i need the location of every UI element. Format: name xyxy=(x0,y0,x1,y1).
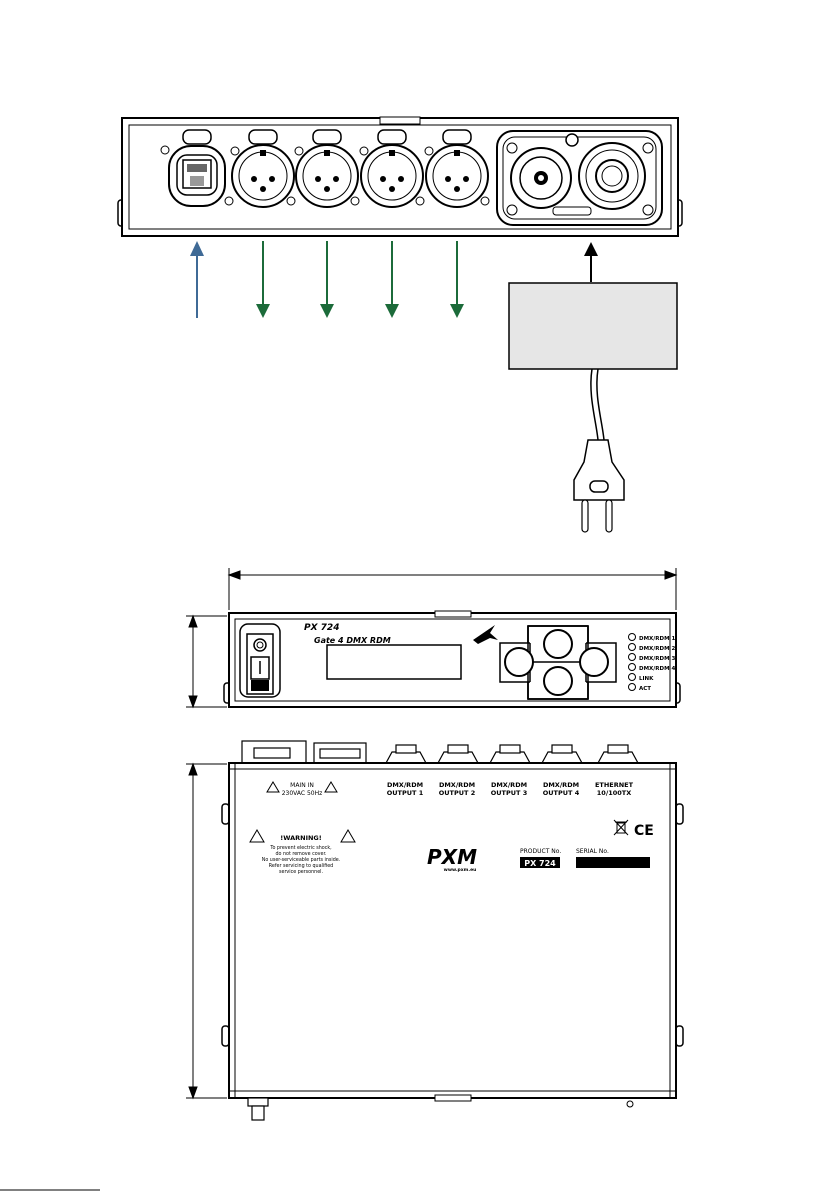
led-label-dmx-4: DMX/RDM 4 xyxy=(639,666,675,672)
ethernet-label: ETHERNET xyxy=(595,781,634,789)
front-model-label: PX 724 xyxy=(304,623,339,633)
depth-dimension-line xyxy=(186,762,227,1100)
output-3-label: DMX/RDM xyxy=(491,781,527,789)
power-cable xyxy=(590,368,605,441)
ethercon-connector xyxy=(160,129,234,207)
xlr-output-2 xyxy=(294,129,360,208)
output-2-label: DMX/RDM xyxy=(439,781,475,789)
led-act xyxy=(628,683,636,691)
warning-triangle-icon xyxy=(340,829,356,843)
power-supply-box xyxy=(508,282,678,370)
warning-text-line-4: Refer servicing to qualified xyxy=(269,863,333,869)
warning-text-line-1: To prevent electric shock, xyxy=(269,845,332,851)
serial-no-label: SERIAL No. xyxy=(576,848,609,855)
ce-mark: CE xyxy=(634,823,654,839)
power-plug xyxy=(573,439,625,533)
led-dmx-2 xyxy=(628,643,636,651)
dmx-output-arrow-2 xyxy=(320,241,334,318)
ethernet-input-arrow xyxy=(190,241,204,318)
warning-text-line-3: No user-serviceable parts inside. xyxy=(262,857,341,863)
serial-no-field xyxy=(576,857,650,868)
output-1-label: DMX/RDM xyxy=(387,781,423,789)
status-leds: DMX/RDM 1 DMX/RDM 2 DMX/RDM 3 DMX/RDM 4 … xyxy=(628,633,675,692)
front-panel: PX 724 Gate 4 DMX RDM DMX/RDM 1 xyxy=(223,610,681,708)
led-label-act: ACT xyxy=(639,686,651,692)
brand-logo: PXM xyxy=(427,845,477,869)
main-in-label: MAIN IN xyxy=(290,782,314,789)
xlr-output-1 xyxy=(230,129,296,208)
keypad-down-button[interactable] xyxy=(543,666,573,696)
led-label-dmx-1: DMX/RDM 1 xyxy=(639,636,675,642)
led-dmx-1 xyxy=(628,633,636,641)
xlr-output-3 xyxy=(359,129,425,208)
led-link xyxy=(628,673,636,681)
xlr-output-4 xyxy=(424,129,490,208)
warning-triangle-icon xyxy=(249,829,265,843)
led-label-dmx-3: DMX/RDM 3 xyxy=(639,656,675,662)
product-no-label: PRODUCT No. xyxy=(520,848,561,855)
power-switch[interactable] xyxy=(239,623,281,698)
power-input-arrow xyxy=(584,242,598,282)
output-3-sub-label: OUTPUT 3 xyxy=(491,789,528,797)
warning-triangle-icon xyxy=(266,781,280,793)
lcd-display xyxy=(326,644,462,680)
led-label-dmx-2: DMX/RDM 2 xyxy=(639,646,675,652)
dmx-output-arrow-3 xyxy=(385,241,399,318)
top-view xyxy=(221,740,684,1121)
warning-triangle-icon xyxy=(324,781,338,793)
powercon-connector xyxy=(496,130,663,226)
warning-text-line-2: do not remove cover. xyxy=(275,851,326,857)
led-label-link: LINK xyxy=(639,676,654,682)
output-2-sub-label: OUTPUT 2 xyxy=(439,789,476,797)
main-in-voltage-label: 230VAC 50Hz xyxy=(282,790,323,797)
height-dimension-line xyxy=(186,614,227,709)
output-4-sub-label: OUTPUT 4 xyxy=(543,789,580,797)
dmx-output-arrow-1 xyxy=(256,241,270,318)
keypad-right-button[interactable] xyxy=(579,647,609,677)
weee-bin-icon xyxy=(613,819,629,836)
led-dmx-3 xyxy=(628,653,636,661)
rear-panel xyxy=(117,116,683,237)
dmx-output-arrow-4 xyxy=(450,241,464,318)
warning-title: !WARNING! xyxy=(280,834,322,842)
output-1-sub-label: OUTPUT 1 xyxy=(387,789,424,797)
keypad-up-button[interactable] xyxy=(543,629,573,659)
ethernet-sub-label: 10/100TX xyxy=(597,789,631,797)
pxm-logo-mark xyxy=(473,625,498,644)
output-4-label: DMX/RDM xyxy=(543,781,579,789)
width-dimension-line xyxy=(227,568,678,610)
product-no-badge xyxy=(520,857,560,868)
front-subtitle-label: Gate 4 DMX RDM xyxy=(314,636,391,645)
product-no-value: PX 724 xyxy=(524,859,556,868)
warning-text-line-5: service personnel. xyxy=(279,869,323,875)
keypad-left-button[interactable] xyxy=(504,647,534,677)
led-dmx-4 xyxy=(628,663,636,671)
brand-url: www.pxm.eu xyxy=(444,868,477,873)
